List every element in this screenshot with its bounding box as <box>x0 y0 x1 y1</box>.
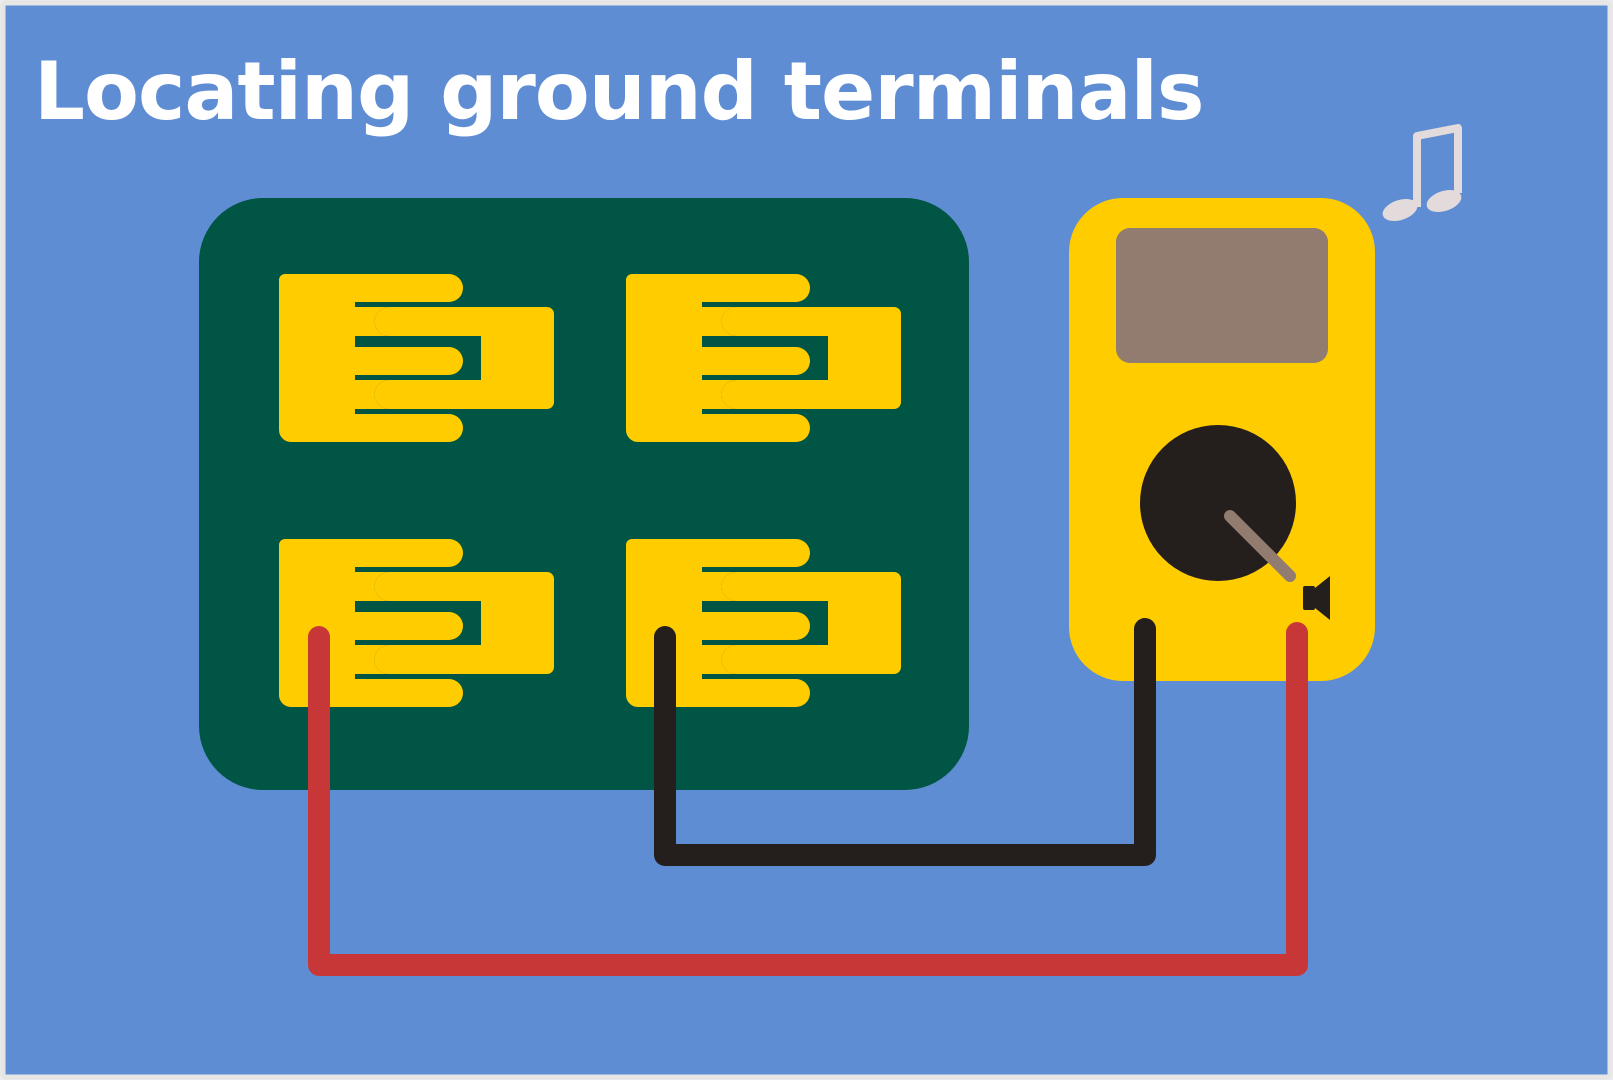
meter-screen <box>1116 228 1328 363</box>
music-note-icon <box>1382 124 1462 222</box>
circuit-board <box>199 198 969 790</box>
red-lead[interactable] <box>308 622 1308 976</box>
multimeter <box>1069 198 1375 681</box>
diagram-title: Locating ground terminals <box>34 45 1204 138</box>
speaker-icon <box>1303 576 1330 620</box>
dial-pointer <box>1224 510 1296 582</box>
black-lead[interactable] <box>654 618 1156 866</box>
